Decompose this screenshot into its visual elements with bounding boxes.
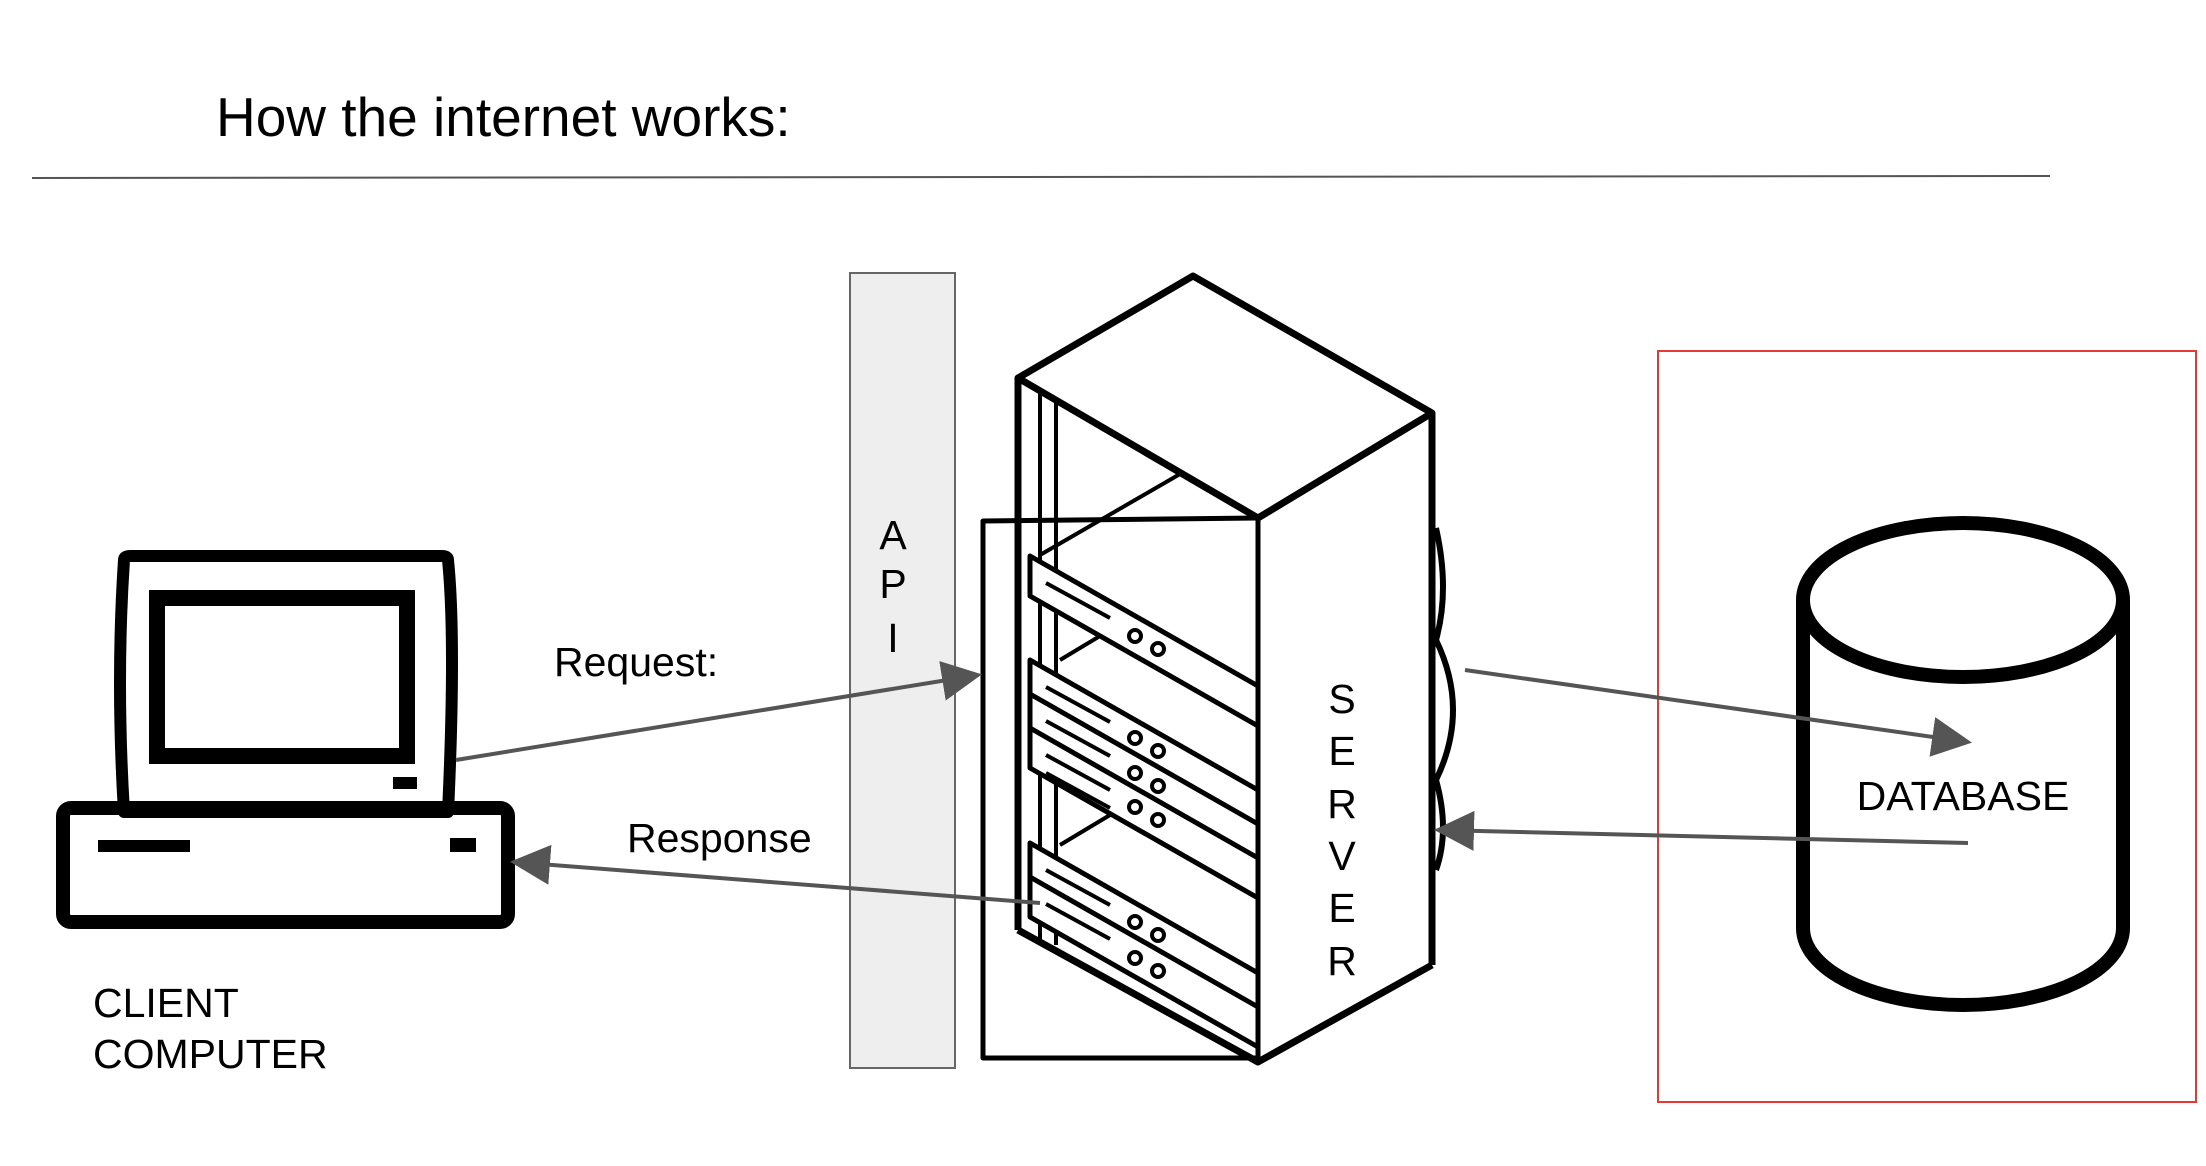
client-label-line1: CLIENT <box>93 980 239 1026</box>
server-letter: S <box>1328 676 1355 722</box>
server-letter: R <box>1327 938 1357 984</box>
database-cylinder-icon <box>1796 516 2130 1012</box>
server-rack-icon <box>980 272 1456 1066</box>
api-letter: I <box>887 615 898 661</box>
server-letter: E <box>1328 728 1355 774</box>
request-arrow <box>455 661 982 762</box>
server-to-database-arrow <box>1464 668 1972 757</box>
database-label: DATABASE <box>1857 773 2070 819</box>
server-letter: V <box>1328 833 1356 879</box>
database-container-box <box>1657 350 2197 1103</box>
api-letter: P <box>879 561 906 607</box>
request-label: Request: <box>554 639 718 685</box>
response-label: Response <box>627 815 812 861</box>
client-label-line2: COMPUTER <box>93 1031 328 1077</box>
api-bar <box>849 272 956 1069</box>
title-divider <box>31 175 2051 179</box>
client-computer-icon <box>56 550 515 929</box>
response-arrow <box>510 844 1041 905</box>
database-to-server-arrow <box>1434 810 1969 851</box>
page-title: How the internet works: <box>216 86 791 148</box>
server-letter: E <box>1328 885 1355 931</box>
api-letter: A <box>879 512 907 558</box>
server-letter: R <box>1327 781 1357 827</box>
